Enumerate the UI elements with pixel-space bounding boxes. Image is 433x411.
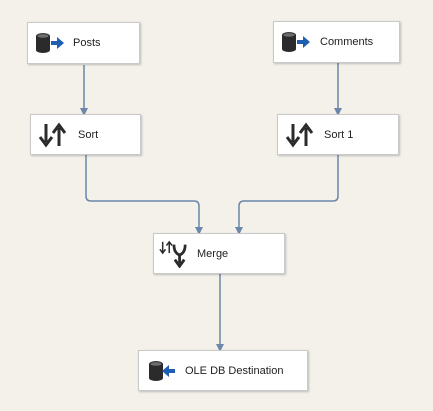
- node-sort[interactable]: Sort: [30, 114, 141, 155]
- node-sort-label: Sort: [78, 128, 99, 141]
- connector-sort1-to-merge[interactable]: [235, 155, 339, 235]
- node-merge-label: Merge: [197, 247, 229, 260]
- node-merge[interactable]: Merge: [153, 233, 285, 274]
- node-ole-db-destination[interactable]: OLE DB Destination: [138, 350, 308, 391]
- node-sort-1-label: Sort 1: [324, 128, 354, 141]
- connector-sort-to-merge[interactable]: [85, 155, 203, 235]
- node-comments[interactable]: Comments: [273, 21, 400, 63]
- database-source-icon: [35, 30, 65, 56]
- node-ole-db-destination-label: OLE DB Destination: [185, 364, 284, 377]
- merge-icon: [158, 240, 188, 268]
- node-sort-1[interactable]: Sort 1: [277, 114, 399, 155]
- node-posts[interactable]: Posts: [27, 22, 140, 64]
- node-posts-label: Posts: [73, 37, 101, 49]
- database-source-icon: [281, 29, 311, 55]
- node-comments-label: Comments: [320, 36, 374, 48]
- sort-icon: [38, 122, 68, 148]
- database-destination-icon: [146, 358, 176, 384]
- sort-icon: [285, 122, 315, 148]
